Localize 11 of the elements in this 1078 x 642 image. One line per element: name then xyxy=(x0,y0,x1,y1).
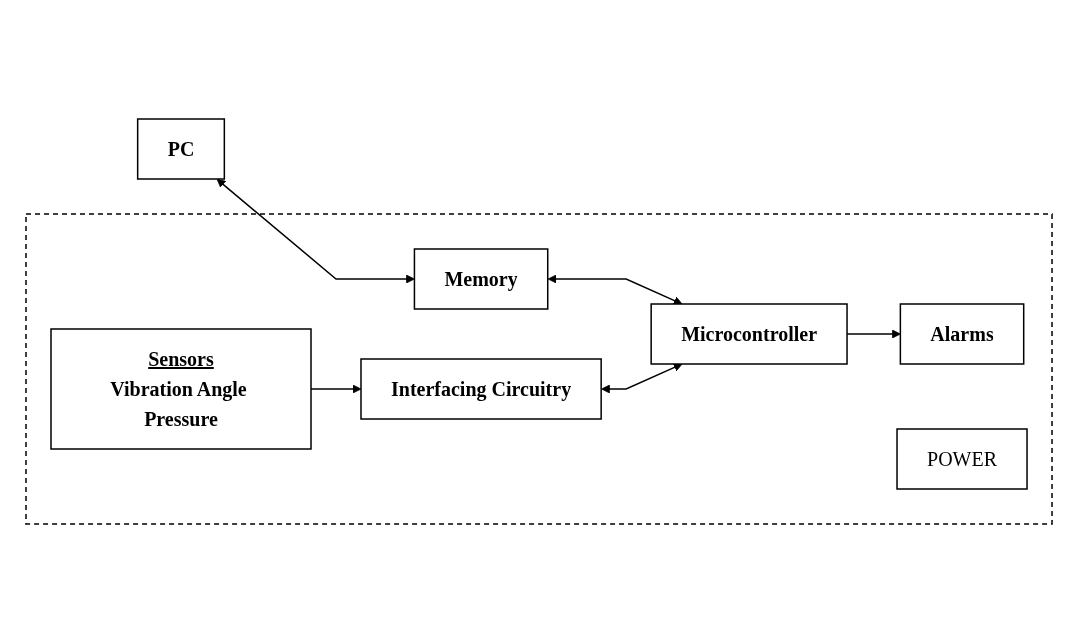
arrow xyxy=(601,362,683,393)
node-box: Alarms xyxy=(899,302,1025,365)
node-box: POWER xyxy=(896,427,1028,490)
arrow xyxy=(216,178,415,283)
node-box: Interfacing Circuitry xyxy=(360,357,602,420)
node-box: Memory xyxy=(413,247,549,310)
node-box: PC xyxy=(136,117,226,180)
node-box: Microcontroller xyxy=(650,302,848,365)
cluster xyxy=(25,212,1053,525)
node-box: Sensors Vibration Angle Pressure xyxy=(50,327,312,450)
arrow xyxy=(547,274,683,305)
